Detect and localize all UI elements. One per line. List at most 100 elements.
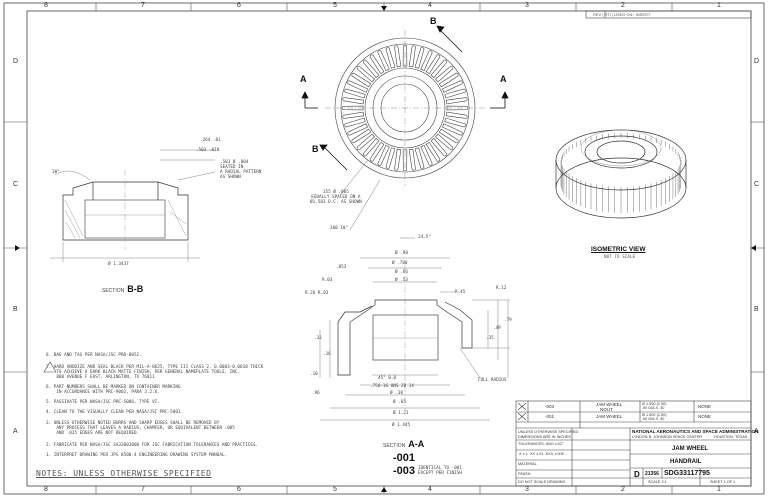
knurl-tooth [377, 50, 390, 72]
zone-row-a-right: A [754, 428, 759, 435]
tb-city: HOUSTON, TEXAS [714, 435, 748, 439]
tb-cell-4: .X ±.1 .XX ±.01 .XXX ±.005 [518, 452, 564, 456]
tb-cell-6: FINISH [518, 472, 531, 476]
knurl-tooth [444, 88, 466, 99]
dim-aa-d90: Ø .90 [395, 251, 408, 256]
tb-row1-spec: Ø 1.500 (1.50) .50 DIA X .30 [642, 402, 667, 410]
top-view [325, 30, 485, 186]
knurl-tooth [347, 80, 369, 93]
dim-teeth: 355 Ø .005 EQUALLY SPACED ON A Ø1.583 D.… [310, 190, 362, 205]
zone-col-4-bottom: 4 [428, 486, 432, 493]
dim-aa-45deg: 45° 0.0 [378, 376, 397, 381]
tb-title-1: JAM WHEEL [672, 446, 708, 452]
zone-col-6-top: 6 [237, 2, 241, 9]
zone-col-1-bottom: 1 [717, 486, 721, 493]
dim-aa-r26: R.26 R.03 [305, 291, 329, 296]
dim-aa-r45: R.45 [455, 290, 466, 295]
knurl-tooth [420, 144, 433, 166]
knurl-tooth [435, 65, 454, 83]
cut-mark-b-top: B [430, 16, 437, 26]
knurl-tooth [385, 47, 396, 69]
isometric-scale: NOT TO SCALE [604, 255, 636, 260]
tb-scale: SCALE 2:1 [648, 480, 667, 484]
tb-cell-7: DO NOT SCALE DRAWING [518, 480, 566, 484]
cut-mark-b-bottom: B [312, 144, 319, 154]
knurl-tooth [445, 97, 468, 105]
dash-003: -003 [393, 465, 416, 477]
isometric-knurl [560, 133, 682, 213]
tb-row1-dash: -003 [545, 404, 555, 409]
knurl-tooth [342, 111, 365, 119]
tb-row1-mat: NONE [698, 404, 712, 409]
knurl-tooth [356, 65, 375, 83]
zone-row-c-left: C [13, 181, 19, 188]
dim-aa-d66: Ø .66 [395, 270, 408, 275]
dim-aa-depth: Ø .38 [390, 391, 403, 396]
tb-row1-sub: NOUT [600, 407, 613, 412]
zone-col-3-top: 3 [525, 2, 529, 9]
knurl-tooth [351, 128, 372, 144]
knurl-tooth [420, 50, 433, 72]
knurl-tooth [446, 105, 469, 111]
zone-col-4-top: 4 [428, 2, 432, 9]
dim-bb-width: Ø 1.3437 [108, 262, 129, 267]
knurl-tooth [444, 117, 466, 128]
notes-title: NOTES: UNLESS OTHERWISE SPECIFIED [36, 469, 212, 478]
knurl-tooth [414, 47, 425, 69]
zone-col-2-top: 2 [621, 2, 625, 9]
note-6: 6. PART NUMBERS SHALL BE MARKED ON CONTA… [46, 385, 181, 396]
note-8: 8. BAG AND TAG PER NASA/JSC PRD-8052. [46, 353, 142, 358]
knurl-tooth [344, 117, 366, 128]
dim-aa-49: .49 [493, 326, 501, 331]
tb-title-2: HANDRAIL [670, 459, 702, 465]
tb-sheet: SHEET 1 OF 1 [710, 480, 736, 484]
note-2: 2. FABRICATE PER NASA/JSC SA33001000 FOR… [46, 443, 259, 448]
knurl-tooth [362, 138, 380, 157]
knurl-tooth [402, 149, 408, 172]
zone-row-c-right: C [754, 181, 760, 188]
zone-col-8-top: 8 [44, 2, 48, 9]
zone-row-b-right: B [754, 306, 759, 313]
dim-aa-16: .16 [323, 352, 331, 357]
cut-mark-a-right: A [500, 74, 507, 84]
dim-aa-full-radius: FULL RADIUS [478, 378, 507, 383]
tb-cell-5: MATERIAL [518, 462, 537, 466]
knurl-tooth [369, 141, 385, 162]
zone-col-5-bottom: 5 [333, 486, 337, 493]
knurl-tooth [438, 72, 459, 88]
tb-row2-mat: NONE [698, 414, 712, 419]
inner-border [26, 10, 752, 487]
zone-col-7-bottom: 7 [141, 486, 145, 493]
tb-dwg-no: SDG33117795 [664, 470, 710, 477]
tb-cell-3: TOLERANCES: ANG ±1/2° [518, 442, 564, 446]
tb-size: D [634, 470, 640, 479]
dim-aa-d65: Ø .65 [393, 400, 406, 405]
dim-aa-35: .35 [486, 336, 494, 341]
knurl-tooth [342, 97, 365, 105]
zone-col-3-bottom: 3 [525, 486, 529, 493]
dim-aa-r03: R.03 [322, 278, 333, 283]
dim-aa-r12: R.12 [496, 286, 507, 291]
dim-bb-2: .503 .010 [196, 148, 220, 153]
revision-strip: REV | RTI | USED ON / INSERT [593, 12, 651, 17]
isometric-view [555, 129, 687, 219]
knurl-tooth [369, 54, 385, 75]
tb-row2-spec: Ø 1.500 (1.50) .50 DIA X .30 [642, 413, 667, 421]
cutting-plane-bb [319, 25, 463, 171]
centering-arrows [15, 6, 756, 492]
knurl-teeth [341, 44, 469, 172]
knurl-tooth [430, 138, 448, 157]
zone-row-b-left: B [13, 306, 18, 313]
zone-col-1-top: 1 [717, 2, 721, 9]
note-1: 1. INTERPRET DRAWING PER JPG 8500.4 ENGI… [46, 453, 228, 458]
cut-mark-a-left: A [300, 74, 307, 84]
title-block [515, 10, 752, 487]
tb-row2-part: JAM WHEEL [596, 414, 623, 419]
dim-aa-053: .053 [336, 265, 347, 270]
knurl-tooth [441, 80, 463, 93]
zone-col-7-top: 7 [141, 2, 145, 9]
